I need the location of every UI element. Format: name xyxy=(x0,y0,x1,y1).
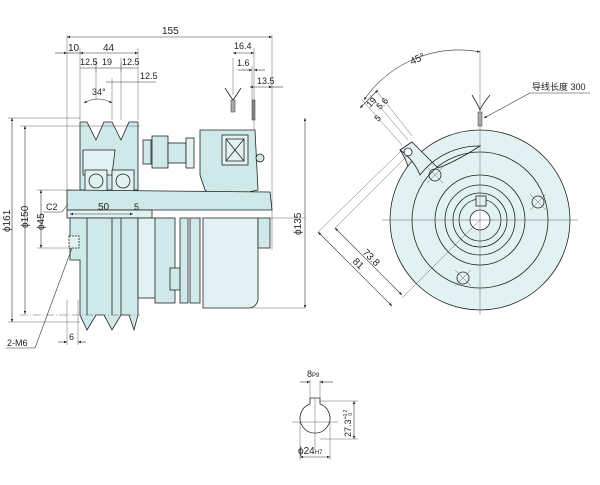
screw-icon xyxy=(426,166,444,184)
dim-hub-length: 50 xyxy=(98,202,110,213)
dim-lead-offset: 16.4 xyxy=(234,41,252,51)
svg-text:8P9: 8P9 xyxy=(307,369,320,379)
dim-groove-angle: 34° xyxy=(92,87,106,97)
dim-outer-dia: ϕ161 xyxy=(2,209,13,232)
dim-bore: ϕ24 xyxy=(298,446,315,457)
screw-icon xyxy=(529,193,547,211)
clutch-body xyxy=(202,217,259,309)
dim-radius-outer: 81 xyxy=(350,256,366,272)
dim-overall-length: 155 xyxy=(162,26,179,37)
front-view: 导线长度 300 45° 19 5.6 5 73.8 81 xyxy=(317,49,590,315)
dim-pulley-width: 44 xyxy=(103,43,115,54)
dim-key-height-tol-lower: 0 xyxy=(348,413,354,416)
dim-step: 5 xyxy=(134,202,139,212)
screw-icon xyxy=(454,269,472,287)
dim-screw-offset: 6 xyxy=(69,332,74,342)
dim-offset-left: 10 xyxy=(68,43,80,54)
side-view: 155 10 44 12.5 19 12.5 12.5 34° 16.4 1.6… xyxy=(2,26,307,349)
bore-detail: 8P9 27.3+0.20 ϕ24H7 xyxy=(292,369,358,460)
dim-groove-pitch: 19 xyxy=(102,57,112,67)
dim-bore-dia: ϕ45 xyxy=(36,213,47,230)
dim-angle: 45° xyxy=(409,51,427,67)
dim-screw-callout: 2-M6 xyxy=(7,338,28,348)
dim-chamfer: C2 xyxy=(46,202,58,212)
dim-tail: 13.5 xyxy=(257,76,275,86)
dim-gap: 1.6 xyxy=(237,58,250,68)
dim-pitch-dia: ϕ150 xyxy=(20,205,31,228)
dim-groove-b: 12.5 xyxy=(122,57,140,67)
svg-text:ϕ24H7: ϕ24H7 xyxy=(298,446,323,457)
dim-slot-w3: 5 xyxy=(372,113,383,124)
dim-bore-tol: H7 xyxy=(315,450,323,456)
dim-key-height-tol-upper: +0.2 xyxy=(343,409,349,419)
dim-groove-c: 12.5 xyxy=(140,71,158,81)
lead-length-label: 导线长度 300 xyxy=(532,81,586,92)
pulley-lower xyxy=(69,217,139,332)
dim-body-dia: ϕ135 xyxy=(293,212,304,235)
dim-slot-w2: 5.6 xyxy=(374,95,390,111)
dim-key-tol: P9 xyxy=(312,373,320,379)
dim-key-height: 27.3 xyxy=(343,419,353,437)
dim-key-width: 8 xyxy=(307,369,312,379)
svg-text:27.3+0.20: 27.3+0.20 xyxy=(343,409,354,437)
dim-groove-a: 12.5 xyxy=(80,57,98,67)
